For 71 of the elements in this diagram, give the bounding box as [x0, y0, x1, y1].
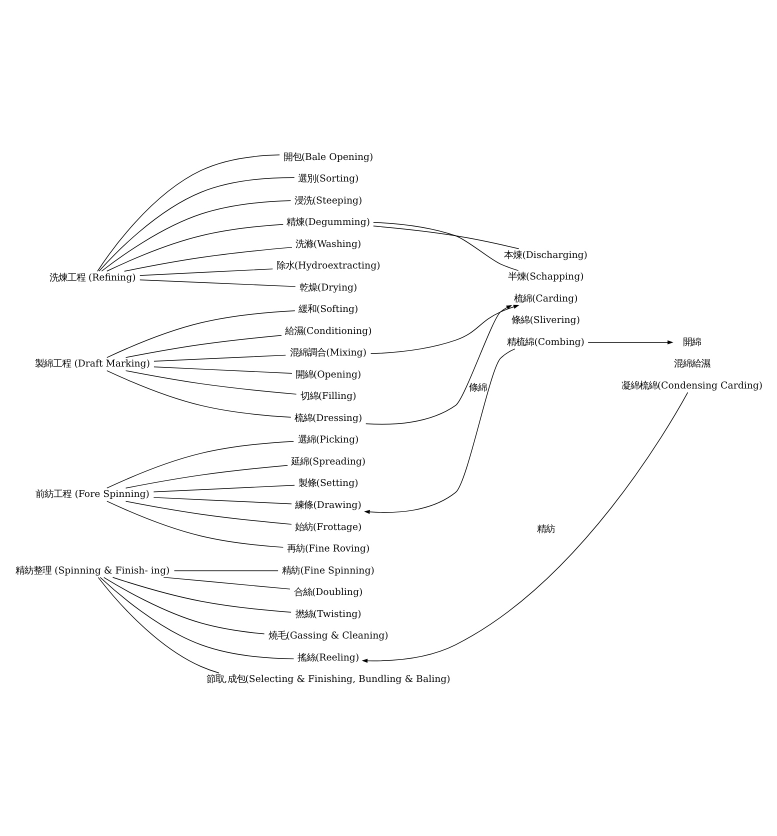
- node-text: 練條(Drawing): [295, 499, 362, 510]
- connector: [106, 370, 292, 418]
- connector: [154, 366, 292, 374]
- connector: [125, 500, 292, 524]
- node-text: 切綿(Filling): [300, 390, 356, 402]
- connector: [106, 310, 296, 358]
- node-text: 精梳綿(Combing): [507, 336, 584, 348]
- node-text: 延綿(Spreading): [291, 456, 366, 467]
- connector: [125, 334, 282, 358]
- node-text: 精煉(Degumming): [286, 216, 370, 228]
- connector: [103, 576, 265, 634]
- connector: [100, 576, 294, 659]
- connector: [153, 496, 292, 504]
- connector: [124, 246, 292, 272]
- connector: [97, 154, 280, 272]
- connector: [125, 464, 288, 488]
- node-text: 本煉(Discharging): [504, 249, 588, 260]
- node-text: 開綿(Opening): [295, 368, 362, 380]
- connector: [153, 484, 295, 492]
- arrow: [588, 340, 674, 344]
- node-text: 混綿給濕: [674, 358, 710, 370]
- connector: [98, 576, 220, 673]
- connector: [140, 278, 296, 286]
- node-text: 洗滌(Washing): [295, 238, 362, 250]
- node-text: 給濕(Conditioning): [284, 325, 372, 336]
- node-text: 開包(Bale Opening): [283, 151, 374, 162]
- connector: [125, 370, 297, 394]
- node-text: 製綿工程 (Draft Marking): [35, 358, 150, 370]
- node-text: 條綿(Slivering): [512, 314, 580, 326]
- node-text: 節取,成包(Selecting & Finishing, Bundling & Baling): [206, 674, 450, 685]
- node-text: 精紡(Fine Spinning): [282, 564, 374, 576]
- connector: [106, 500, 284, 548]
- node-text: 混綿調合(Mixing): [290, 347, 366, 358]
- node-text: 浸洗(Steeping): [294, 194, 362, 206]
- node-text: 合絲(Doubling): [294, 586, 363, 598]
- arrow: [364, 348, 516, 514]
- arrow: [362, 392, 688, 662]
- node-text: 凝綿梳綿(Condensing Carding): [621, 380, 763, 391]
- connector: [163, 576, 290, 589]
- connector: [373, 225, 520, 249]
- node-text: 緩和(Softing): [298, 304, 358, 315]
- connector: [112, 576, 292, 612]
- connector: [106, 223, 284, 271]
- node-text: 撚絲(Twisting): [295, 608, 362, 620]
- edge-label: 精紡: [536, 523, 555, 534]
- connector: [373, 222, 519, 270]
- node-text: 梳綿(Dressing): [294, 412, 362, 424]
- node-text: 乾燥(Drying): [299, 282, 358, 293]
- connector: [101, 200, 292, 271]
- node-text: 洗煉工程 (Refining): [49, 272, 136, 283]
- node-text: 前紡工程 (Fore Spinning): [36, 488, 150, 500]
- connector: [154, 354, 286, 362]
- node-text: 始紡(Frottage): [294, 521, 362, 532]
- node-text: 燒毛(Gassing & Cleaning): [268, 630, 388, 642]
- connector: [140, 268, 274, 276]
- connector: [174, 570, 278, 571]
- connector: [106, 440, 294, 488]
- node-text: 選綿(Picking): [298, 434, 359, 446]
- connector: [98, 176, 295, 272]
- node-text: 製條(Setting): [298, 478, 358, 489]
- node-text: 梳綿(Carding): [514, 292, 578, 304]
- node-text: 精紡整理 (Spinning & Finish- ing): [16, 564, 170, 576]
- node-text: 選別(Sorting): [298, 173, 359, 184]
- node-text: 搖絲(Reeling): [297, 652, 360, 663]
- arrow: [365, 304, 512, 424]
- edge-label: 條綿: [469, 382, 488, 394]
- arrow: [370, 304, 520, 354]
- node-text: 開綿: [682, 336, 701, 348]
- node-text: 再紡(Fine Roving): [286, 543, 370, 554]
- node-text: 除水(Hydroextracting): [276, 260, 380, 272]
- node-text: 半煉(Schapping): [508, 271, 584, 282]
